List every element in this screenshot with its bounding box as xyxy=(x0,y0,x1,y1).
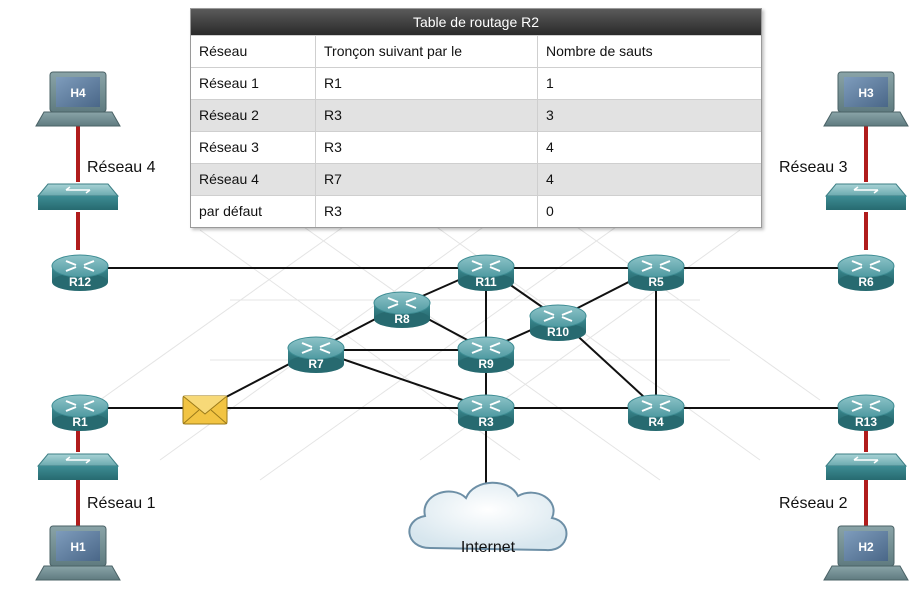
table-row: Réseau 2 R3 3 xyxy=(191,99,761,131)
network-label-2: Réseau 2 xyxy=(776,494,851,514)
router-r7: R7 xyxy=(287,336,345,373)
router-r11: R11 xyxy=(457,254,515,291)
routing-table-header-row: Réseau Tronçon suivant par le Nombre de … xyxy=(191,35,761,67)
cell-hop-count: 4 xyxy=(537,164,761,195)
table-row: Réseau 1 R1 1 xyxy=(191,67,761,99)
router-label-r7: R7 xyxy=(308,357,324,371)
header-network: Réseau xyxy=(199,43,248,59)
router-label-r10: R10 xyxy=(547,325,569,339)
routing-table: Table de routage R2 Réseau Tronçon suiva… xyxy=(190,8,762,228)
router-label-r8: R8 xyxy=(394,312,410,326)
cell-network: Réseau 2 xyxy=(199,107,259,123)
switch-2 xyxy=(824,183,908,210)
host-h1: H1 xyxy=(35,525,121,581)
link-r7-r3 xyxy=(315,349,487,409)
router-r9: R9 xyxy=(457,336,515,373)
router-label-r11: R11 xyxy=(475,275,497,289)
host-h3: H3 xyxy=(823,71,909,127)
header-next-hop: Tronçon suivant par le xyxy=(315,36,537,67)
host-h4: H4 xyxy=(35,71,121,127)
router-label-r4: R4 xyxy=(648,415,664,429)
table-row: Réseau 4 R7 4 xyxy=(191,163,761,195)
cell-hop-count: 1 xyxy=(537,68,761,99)
network-label-4: Réseau 4 xyxy=(84,158,159,178)
router-label-r13: R13 xyxy=(855,415,877,429)
router-r3: R3 xyxy=(457,394,515,431)
envelope-icon xyxy=(182,395,228,425)
cell-network: Réseau 3 xyxy=(199,139,259,155)
table-row: Réseau 3 R3 4 xyxy=(191,131,761,163)
cell-next-hop: R3 xyxy=(315,100,537,131)
cell-next-hop: R1 xyxy=(315,68,537,99)
header-hop-count: Nombre de sauts xyxy=(537,36,761,67)
router-r1: R1 xyxy=(51,394,109,431)
router-r6: R6 xyxy=(837,254,895,291)
cell-hop-count: 3 xyxy=(537,100,761,131)
cell-network: Réseau 4 xyxy=(199,171,259,187)
router-label-r3: R3 xyxy=(478,415,494,429)
router-r4: R4 xyxy=(627,394,685,431)
cell-hop-count: 4 xyxy=(537,132,761,163)
cell-next-hop: R3 xyxy=(315,196,537,227)
table-row: par défaut R3 0 xyxy=(191,195,761,227)
cell-hop-count: 0 xyxy=(537,196,761,227)
router-r12: R12 xyxy=(51,254,109,291)
cell-next-hop: R3 xyxy=(315,132,537,163)
host-label-h2: H2 xyxy=(858,540,874,554)
network-label-1: Réseau 1 xyxy=(84,494,159,514)
router-r8: R8 xyxy=(373,291,431,328)
switch-3 xyxy=(36,453,120,480)
internet-label: Internet xyxy=(461,539,516,556)
wan-links xyxy=(80,267,866,492)
internet-cloud: Internet xyxy=(408,481,568,556)
routing-table-title: Table de routage R2 xyxy=(191,9,761,35)
router-r10: R10 xyxy=(529,304,587,341)
router-label-r6: R6 xyxy=(858,275,874,289)
host-h2: H2 xyxy=(823,525,909,581)
switch-4 xyxy=(824,453,908,480)
lan-links xyxy=(76,122,868,530)
router-label-r12: R12 xyxy=(69,275,91,289)
cell-next-hop: R7 xyxy=(315,164,537,195)
router-label-r1: R1 xyxy=(72,415,88,429)
host-label-h3: H3 xyxy=(858,86,874,100)
router-label-r5: R5 xyxy=(648,275,664,289)
network-label-3: Réseau 3 xyxy=(776,158,851,178)
router-r5: R5 xyxy=(627,254,685,291)
host-label-h1: H1 xyxy=(70,540,86,554)
router-label-r9: R9 xyxy=(478,357,494,371)
router-r13: R13 xyxy=(837,394,895,431)
cell-network: par défaut xyxy=(199,203,263,219)
host-label-h4: H4 xyxy=(70,86,86,100)
cell-network: Réseau 1 xyxy=(199,75,259,91)
switch-1 xyxy=(36,183,120,210)
